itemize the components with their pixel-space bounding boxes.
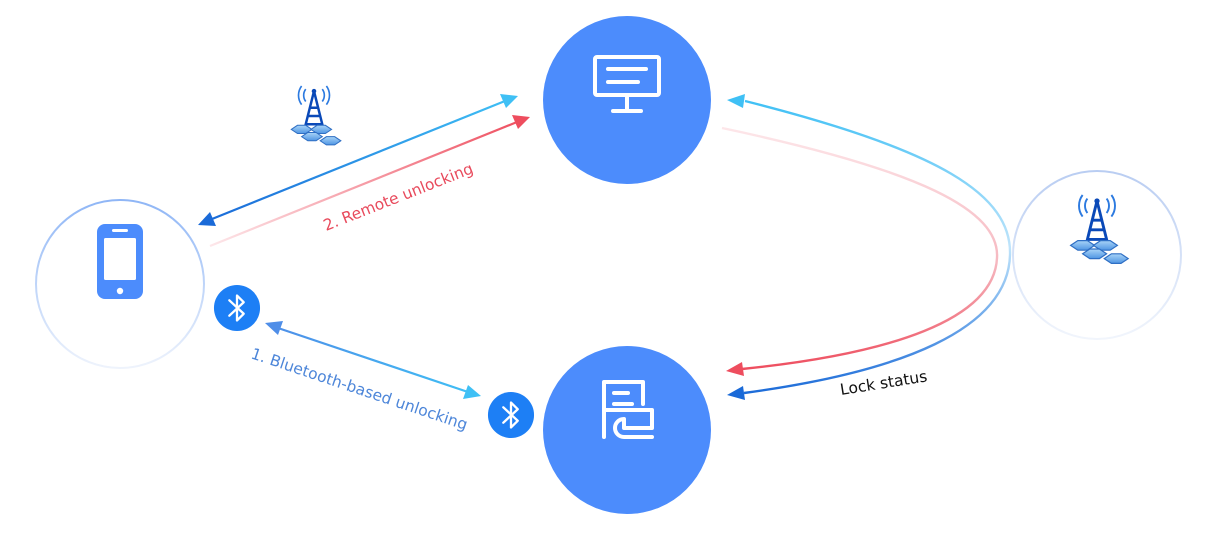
- phone-node: [35, 199, 205, 369]
- bluetooth-link-arrow: [265, 321, 481, 399]
- cell-tower-node: [1012, 170, 1182, 340]
- monitor-icon: [593, 55, 661, 113]
- smart-lock-icon: [602, 380, 654, 439]
- bluetooth-icon: [213, 284, 261, 332]
- remote-unlock-command-arrow: [721, 126, 999, 376]
- phone-server-link-arrow: [198, 94, 518, 226]
- bluetooth-unlocking-label: 1. Bluetooth-based unlocking: [249, 345, 470, 434]
- lock-status-arrow: [727, 94, 1012, 400]
- server-node: [543, 16, 711, 184]
- smartphone-icon: [97, 224, 143, 299]
- lock-node: [543, 346, 711, 514]
- bluetooth-icon: [487, 391, 535, 439]
- remote-unlocking-arrow: [209, 115, 530, 248]
- cell-tower-icon: [289, 84, 343, 147]
